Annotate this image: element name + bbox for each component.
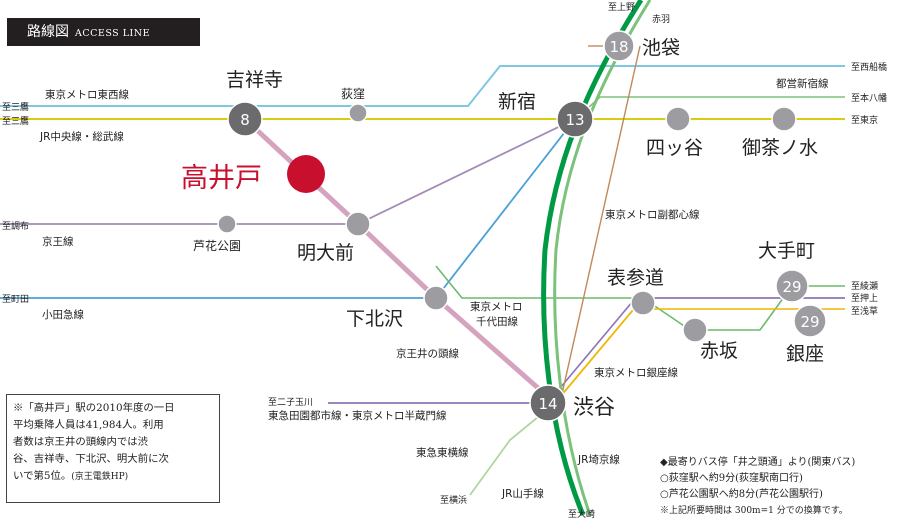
bus-heading: ◆最寄りバス停「井之頭通」より(関東バス) xyxy=(660,457,856,468)
dir-motoyawata: 至本八幡 xyxy=(851,92,887,104)
note-line: 谷、吉祥寺、下北沢、明大前に次 xyxy=(13,453,169,465)
station-ikebukuro-dot[interactable] xyxy=(603,30,635,62)
dir-mitaka-1: 至三鷹 xyxy=(2,101,29,113)
line-odakyu xyxy=(0,118,576,299)
label-line-fukutoshin: 東京メトロ副都心線 xyxy=(605,208,700,221)
dir-nishifunabashi: 至西船橋 xyxy=(851,61,887,73)
dir-akabane: 赤羽 xyxy=(652,14,670,25)
station-yotsuya-dot[interactable] xyxy=(665,106,691,132)
line-inokashira xyxy=(243,117,557,405)
note-source: (京王電鉄HP) xyxy=(71,472,129,482)
label-takaido: 高井戸 xyxy=(181,163,262,194)
note-line: 平均乗降人員は41,984人。利用 xyxy=(13,419,164,431)
label-ogikubo: 荻窪 xyxy=(341,86,365,101)
dir-futakotamagawa: 至二子玉川 xyxy=(268,397,313,408)
station-ogikubo-dot[interactable] xyxy=(348,103,368,123)
label-ochanomizu: 御茶ノ水 xyxy=(742,137,818,159)
map-subtitle: ACCESS LINE xyxy=(75,28,151,39)
time-shibuya: 14 xyxy=(538,395,557,413)
dir-asakusa: 至浅草 xyxy=(851,305,878,317)
label-line-chiyoda-1: 東京メトロ xyxy=(470,300,523,313)
label-otemachi: 大手町 xyxy=(758,240,815,262)
label-shinjuku: 新宿 xyxy=(498,91,536,113)
label-line-toei-shinjuku: 都営新宿線 xyxy=(776,77,829,90)
label-ginza: 銀座 xyxy=(786,343,824,365)
bus-route-ogikubo: ○荻窪駅へ約9分(荻窪駅南口行) xyxy=(660,473,803,484)
station-shinjuku-dot[interactable] xyxy=(556,100,594,138)
dir-machida: 至町田 xyxy=(2,294,29,305)
line-yamanote xyxy=(541,0,644,516)
label-line-chiyoda-2: 千代田線 xyxy=(476,315,518,328)
label-line-inokashira: 京王井の頭線 xyxy=(396,347,459,360)
line-saikyo xyxy=(553,0,652,516)
label-line-yamanote: JR山手線 xyxy=(501,487,544,500)
dir-ayase: 至綾瀬 xyxy=(851,280,878,292)
label-line-tozai: 東京メトロ東西線 xyxy=(45,88,129,101)
label-meidaimae: 明大前 xyxy=(297,242,354,264)
map-title: 路線図 xyxy=(27,24,69,40)
label-rokakoen: 芦花公園 xyxy=(193,238,241,253)
time-shinjuku: 13 xyxy=(565,111,584,129)
line-toei-shinjuku xyxy=(575,96,845,120)
label-line-toyoko: 東急東横線 xyxy=(416,446,469,459)
station-ochanomizu-dot[interactable] xyxy=(771,106,797,132)
bus-route-rokakoen: ○芦花公園駅へ約8分(芦花公園駅行) xyxy=(660,489,823,500)
bus-footnote: ※上記所要時間は 300m=1 分での換算です。 xyxy=(660,506,848,516)
label-kichijoji: 吉祥寺 xyxy=(226,69,283,91)
dir-mitaka-2: 至三鷹 xyxy=(2,115,29,127)
label-shimokitazawa: 下北沢 xyxy=(346,308,403,330)
station-meidaimae-dot[interactable] xyxy=(345,211,371,237)
note-line: 者数は京王井の頭線内では渋 xyxy=(13,436,149,448)
dir-osaki: 至大崎 xyxy=(568,508,595,520)
time-ikebukuro: 18 xyxy=(609,38,628,56)
station-akasaka-dot[interactable] xyxy=(682,317,708,343)
label-yotsuya: 四ッ谷 xyxy=(646,137,703,159)
dir-yokohama: 至横浜 xyxy=(440,494,467,506)
note-line: ※「高井戸」駅の2010年度の一日 xyxy=(13,402,175,414)
label-line-ginza: 東京メトロ銀座線 xyxy=(594,366,678,379)
station-kichijoji-dot[interactable] xyxy=(227,101,263,137)
dir-chofu: 至調布 xyxy=(2,220,29,232)
map-title-bar: 路線図 ACCESS LINE xyxy=(7,18,200,46)
ridership-note: ※「高井戸」駅の2010年度の一日 平均乗降人員は41,984人。利用 者数は京… xyxy=(6,394,220,503)
note-line: いで第5位。(京王電鉄HP) xyxy=(13,468,213,486)
line-hanzomon xyxy=(549,294,639,401)
label-shibuya: 渋谷 xyxy=(573,395,615,419)
bus-info: ◆最寄りバス停「井之頭通」より(関東バス) ○荻窪駅へ約9分(荻窪駅南口行) ○… xyxy=(660,455,900,519)
label-line-chuo: JR中央線・総武線 xyxy=(39,130,124,143)
label-omotesando: 表参道 xyxy=(607,267,664,289)
label-line-saikyo: JR埼京線 xyxy=(577,453,620,466)
label-akasaka: 赤坂 xyxy=(700,340,738,362)
line-chiyoda xyxy=(435,265,793,331)
time-otemachi: 29 xyxy=(782,278,801,296)
station-rokakoen-dot[interactable] xyxy=(217,214,237,234)
station-takaido-dot[interactable] xyxy=(287,155,325,193)
station-ginza-dot[interactable] xyxy=(793,304,827,338)
dir-tokyo: 至東京 xyxy=(851,114,878,126)
station-omotesando-dot[interactable] xyxy=(630,290,656,316)
note-line-5: いで第5位。 xyxy=(13,470,72,482)
time-kichijoji: 8 xyxy=(240,111,250,129)
label-ikebukuro: 池袋 xyxy=(642,37,680,59)
label-line-odakyu: 小田急線 xyxy=(42,308,84,321)
time-ginza: 29 xyxy=(800,313,819,331)
line-fukutoshin xyxy=(559,45,641,404)
station-otemachi-dot[interactable] xyxy=(775,269,809,303)
label-line-denentoshi: 東急田園都市線・東京メトロ半蔵門線 xyxy=(268,409,447,422)
station-shimokitazawa-dot[interactable] xyxy=(423,285,449,311)
label-line-keio: 京王線 xyxy=(42,235,74,248)
line-ginza xyxy=(554,297,644,404)
station-shibuya-dot[interactable] xyxy=(529,384,567,422)
dir-oshiage: 至押上 xyxy=(851,292,878,304)
dir-ueno: 至上野 xyxy=(608,2,635,13)
